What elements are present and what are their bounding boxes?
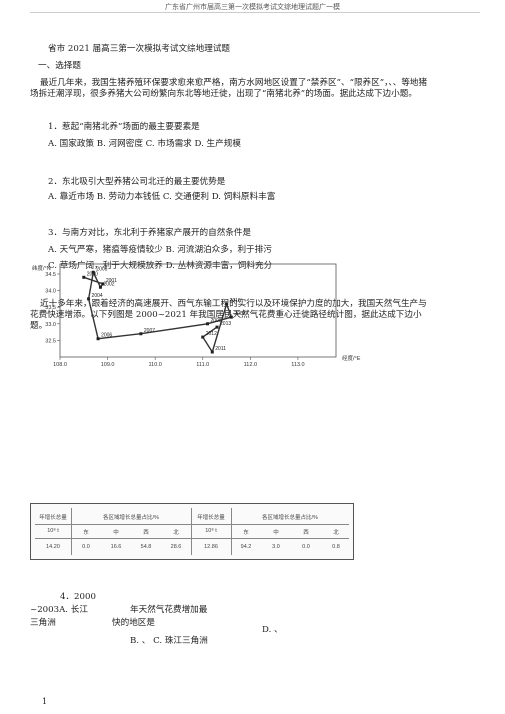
- table-cell: 14.20: [46, 544, 60, 550]
- data-point: [91, 270, 95, 274]
- table-cell: 16.6: [110, 544, 122, 550]
- section-heading: 一、选择题: [38, 61, 81, 71]
- data-point: [96, 337, 100, 341]
- x-tick-label: 113.0: [291, 362, 304, 368]
- y-tick-label: 34.5: [45, 272, 56, 278]
- table-cell: 10⁸ t: [47, 528, 59, 534]
- data-point: [206, 322, 210, 326]
- y-tick-group: 34.5 34.0 33.5 33.0 32.5: [45, 272, 60, 344]
- point-label: 2004: [92, 293, 103, 299]
- table-cell: 东: [243, 530, 249, 536]
- plot-frame: [59, 263, 337, 358]
- consumption-data-table: 年增长总量 各区域增长总量占比/% 年增长总量 各区域增长总量占比/% 10⁸ t 东 中 西…: [30, 503, 354, 560]
- table-cell: 0.8: [332, 544, 340, 550]
- table-cell: 10⁸ t: [205, 528, 217, 534]
- question-2-options: A. 靠近市场 B. 劳动力本钱低 C. 交通便利 D. 饲料原料丰富: [48, 192, 276, 202]
- document-header: 广东省广州市届高三第一次模拟考试文综地理试题广一模: [165, 3, 340, 11]
- x-tick-label: 109.0: [101, 362, 115, 368]
- x-tick-label: 111.0: [196, 362, 209, 368]
- table-cell: 各区域增长总量占比/%: [103, 515, 159, 521]
- table-cell: 西: [303, 530, 309, 536]
- point-label: 2011: [215, 346, 226, 352]
- table-divider: [191, 508, 192, 555]
- x-tick-label: 112.0: [244, 362, 257, 368]
- data-point: [229, 315, 233, 319]
- data-point: [225, 302, 229, 306]
- table-cell: 中: [273, 530, 279, 536]
- table-rule: [35, 538, 349, 539]
- x-axis-label: 经度/°E: [342, 354, 361, 362]
- table-cell: 0.0: [302, 544, 310, 550]
- table-cell: 28.6: [170, 544, 182, 550]
- question-1-options: A. 国家政策 B. 河网密度 C. 市场需求 D. 生产规模: [48, 139, 241, 149]
- table-cell: 西: [143, 530, 149, 536]
- question-4-option-a-cont: 三角洲: [30, 618, 56, 628]
- data-point: [98, 285, 102, 289]
- question-4-number: 4．2000: [60, 592, 96, 602]
- table-rule: [35, 524, 349, 525]
- table-cell: 年增长总量: [39, 515, 67, 521]
- point-label: 2013: [220, 321, 231, 327]
- data-point: [82, 275, 86, 279]
- x-tick-group: 108.0 109.0 110.0 111.0 112.0 113.0: [53, 357, 305, 368]
- point-label: 2007: [144, 328, 155, 334]
- y-tick-label: 34.0: [45, 289, 56, 295]
- table-cell: 94.2: [240, 544, 252, 550]
- data-point: [201, 335, 205, 339]
- header-divider: [30, 12, 480, 13]
- question-1-stem: 1．惹起“南猪北养”场面的最主要要素是: [48, 122, 200, 132]
- question-4-options-bc: B. 、 C. 珠江三角洲: [130, 636, 208, 646]
- table-cell: 54.8: [140, 544, 152, 550]
- table-cell: 年增长总量: [197, 515, 225, 521]
- data-point: [139, 332, 143, 336]
- data-point: [87, 297, 91, 301]
- page-number: 1: [42, 697, 48, 706]
- question-2-stem: 2．东北吸引大型养猪公司北迁的最主要优势是: [48, 177, 226, 187]
- table-cell: 中: [113, 530, 119, 536]
- point-label: 2002: [103, 281, 114, 287]
- intro-paragraph: 最近几年来，我国生猪养殖环保要求愈来愈严格，南方水网地区设置了“禁养区”、“限养…: [30, 78, 428, 99]
- document-title: 省市 2021 届高三第一次模拟考试文综地理试题: [48, 44, 231, 54]
- point-label: 2010: [230, 298, 241, 304]
- table-cell: 北: [173, 530, 179, 536]
- table-cell: 北: [333, 530, 339, 536]
- question-3-stem: 3．与南方对比，东北利于养猪家产展开的自然条件是: [48, 228, 252, 238]
- table-divider: [71, 508, 72, 555]
- question-3-options-ab: A. 天气严寒，猪瘟等疫情较少 B. 河流湖泊众多，利于排污: [48, 245, 272, 255]
- point-label: 2012: [206, 331, 217, 337]
- intro-paragraph-2: 近十多年来，跟着经济的高速展开、西气东输工程的实行以及环境保护力度的加大，我国天…: [30, 299, 427, 331]
- table-cell: 0.0: [82, 544, 90, 550]
- question-4-stem-cont: 快的地区是: [112, 618, 155, 628]
- point-label: 2003: [96, 266, 107, 272]
- question-4-stem: 年天然气花费增加最: [130, 605, 208, 615]
- point-label: 2006: [101, 333, 112, 339]
- table-cell: 各区域增长总量占比/%: [262, 515, 318, 521]
- point-label: 2008: [211, 318, 222, 324]
- table-cell: 东: [83, 530, 89, 536]
- x-tick-label: 108.0: [53, 362, 67, 368]
- data-point: [101, 282, 105, 286]
- data-point: [210, 350, 214, 354]
- y-axis-label: 纬度/°N: [32, 264, 51, 272]
- table-divider: [231, 508, 232, 555]
- gas-consumption-center-chart: 34.5 34.0 33.5 33.0 32.5 108.0 109.0 110.0 111.…: [32, 263, 361, 368]
- y-tick-label: 32.5: [45, 338, 56, 344]
- question-4-option-d: D. 、: [262, 625, 283, 635]
- x-tick-label: 110.0: [148, 362, 161, 368]
- y-tick-label: 33.5: [45, 305, 56, 311]
- point-label: 2009: [234, 311, 245, 317]
- question-3-options-cd: C. 草场广阔，利于大规模放养 D. 丛林资源丰富，饲料充分: [48, 261, 273, 271]
- point-label: 2000: [87, 271, 98, 277]
- data-point: [215, 325, 219, 329]
- table-cell: 12.86: [204, 544, 218, 550]
- y-tick-label: 33.0: [45, 322, 56, 328]
- point-label: 2001: [106, 278, 117, 284]
- question-4-option-a: ~2003A. 长江: [30, 605, 88, 615]
- table-cell: 3.0: [272, 544, 280, 550]
